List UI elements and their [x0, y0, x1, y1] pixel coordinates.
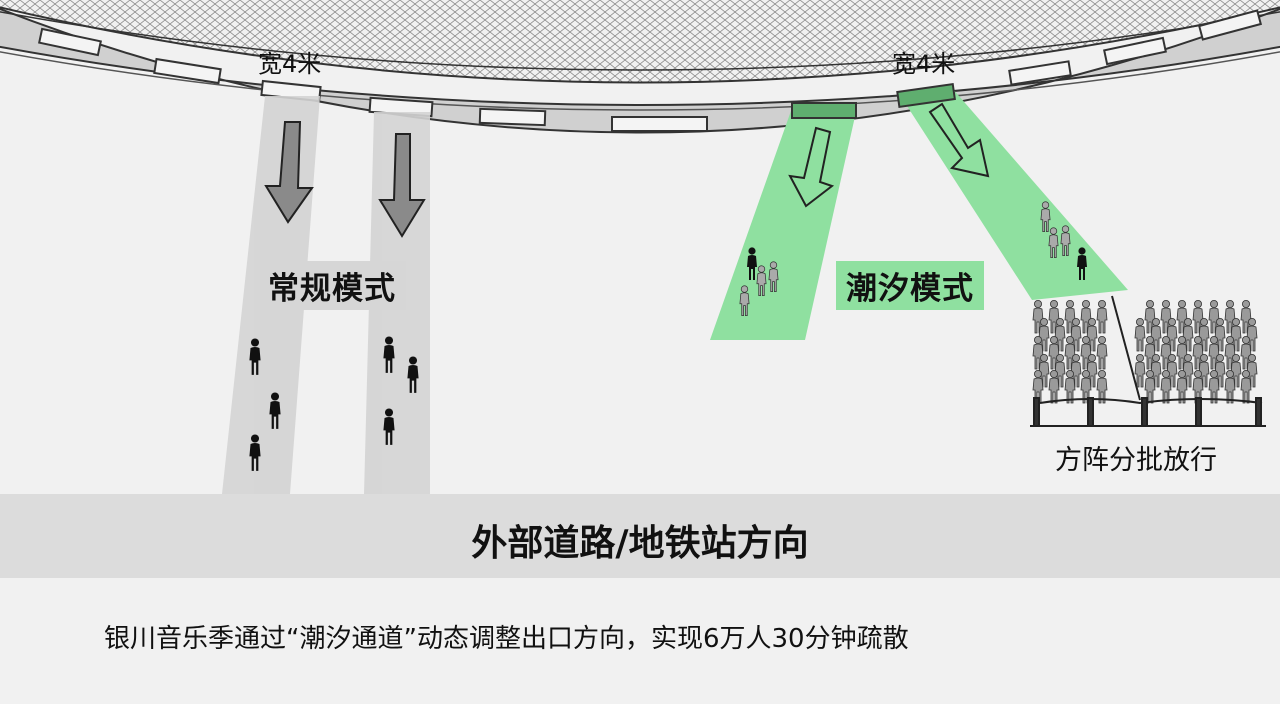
- person-icon: [1176, 370, 1188, 404]
- crowd-phalanx: [1032, 300, 1258, 404]
- person-icon: [1134, 318, 1146, 352]
- normal-mode-label: 常规模式: [258, 261, 406, 310]
- wall-gates: [38, 9, 1263, 132]
- road-direction-label: 外部道路/地铁站方向: [471, 523, 809, 564]
- gate-width-label-left: 宽4米: [258, 50, 322, 78]
- person-icon: [1240, 370, 1252, 404]
- person-icon: [1160, 370, 1172, 404]
- tidal-mode-label: 潮汐模式: [836, 261, 984, 310]
- down-arrow-icon: [788, 102, 990, 208]
- person-icon: [1096, 370, 1108, 404]
- person-icon: [1134, 354, 1146, 388]
- gate-width-label-right: 宽4米: [892, 50, 956, 78]
- queue-barrier-icon: [1030, 295, 1266, 427]
- person-icon: [1048, 370, 1060, 404]
- person-icon: [1224, 370, 1236, 404]
- down-arrow-icon: [264, 121, 426, 238]
- person-icon: [1096, 300, 1108, 334]
- phalanx-release-label: 方阵分批放行: [1055, 445, 1217, 476]
- road-band: [0, 494, 1280, 578]
- tidal-gates: [791, 83, 956, 119]
- person-icon: [1096, 336, 1108, 370]
- person-icon: [1064, 370, 1076, 404]
- caption: 银川音乐季通过“潮汐通道”动态调整出口方向，实现6万人30分钟疏散: [104, 624, 909, 654]
